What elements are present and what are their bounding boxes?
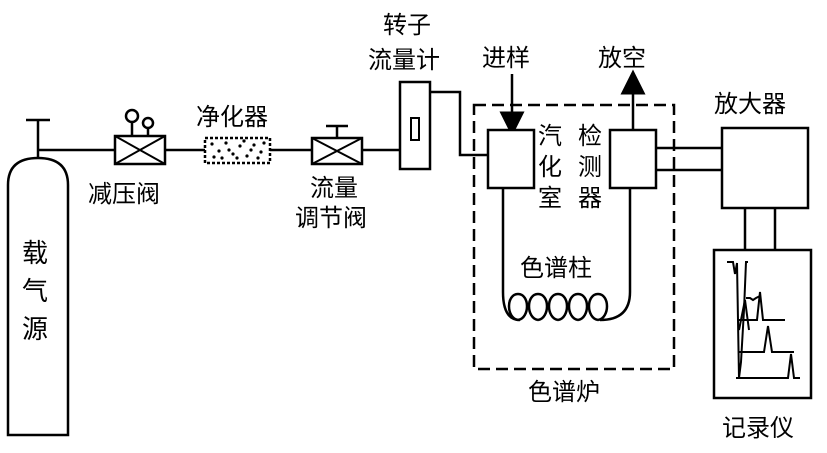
cylinder-label-1: 载 — [22, 239, 48, 269]
purifier-label: 净化器 — [196, 103, 268, 131]
pressure-valve-label: 减压阀 — [88, 180, 160, 208]
flow-valve-label-1: 流量 — [310, 174, 358, 202]
gas-cylinder: 载 气 源 — [6, 118, 70, 437]
cylinder-label-2: 气 — [22, 277, 48, 307]
detector: 检 测 器 — [578, 122, 658, 212]
column-label: 色谱柱 — [520, 254, 592, 282]
flow-control-valve: 流量 调节阀 — [295, 124, 367, 232]
detector-label-3: 器 — [578, 184, 602, 212]
recorder: 记录仪 — [712, 248, 813, 442]
rotameter-label-1: 转子 — [383, 11, 431, 39]
vaporization-label-3: 室 — [538, 184, 562, 212]
injection-port: 进样 — [482, 44, 530, 137]
recorder-label: 记录仪 — [722, 414, 794, 442]
oven: 色谱炉 — [472, 103, 676, 406]
signal-lines — [656, 146, 777, 250]
injection-label: 进样 — [482, 44, 530, 72]
detector-label-1: 检 — [578, 122, 602, 150]
rotameter: 转子 流量计 — [368, 11, 440, 171]
vent: 放空 — [598, 44, 646, 130]
flow-valve-label-2: 调节阀 — [295, 204, 367, 232]
cylinder-label-3: 源 — [22, 315, 48, 345]
vaporization-label-1: 汽 — [538, 122, 562, 150]
amplifier-label: 放大器 — [714, 90, 786, 118]
amplifier: 放大器 — [714, 90, 810, 210]
oven-label: 色谱炉 — [528, 378, 600, 406]
pressure-reducing-valve: 减压阀 — [88, 108, 167, 208]
purifier: 净化器 — [196, 103, 272, 165]
vent-label: 放空 — [598, 44, 646, 72]
vaporization-chamber: 汽 化 室 — [486, 122, 562, 212]
gas-line — [38, 90, 488, 157]
rotameter-label-2: 流量计 — [368, 46, 440, 74]
column: 色谱柱 — [501, 188, 632, 322]
vaporization-label-2: 化 — [538, 153, 562, 181]
detector-label-2: 测 — [578, 153, 602, 181]
